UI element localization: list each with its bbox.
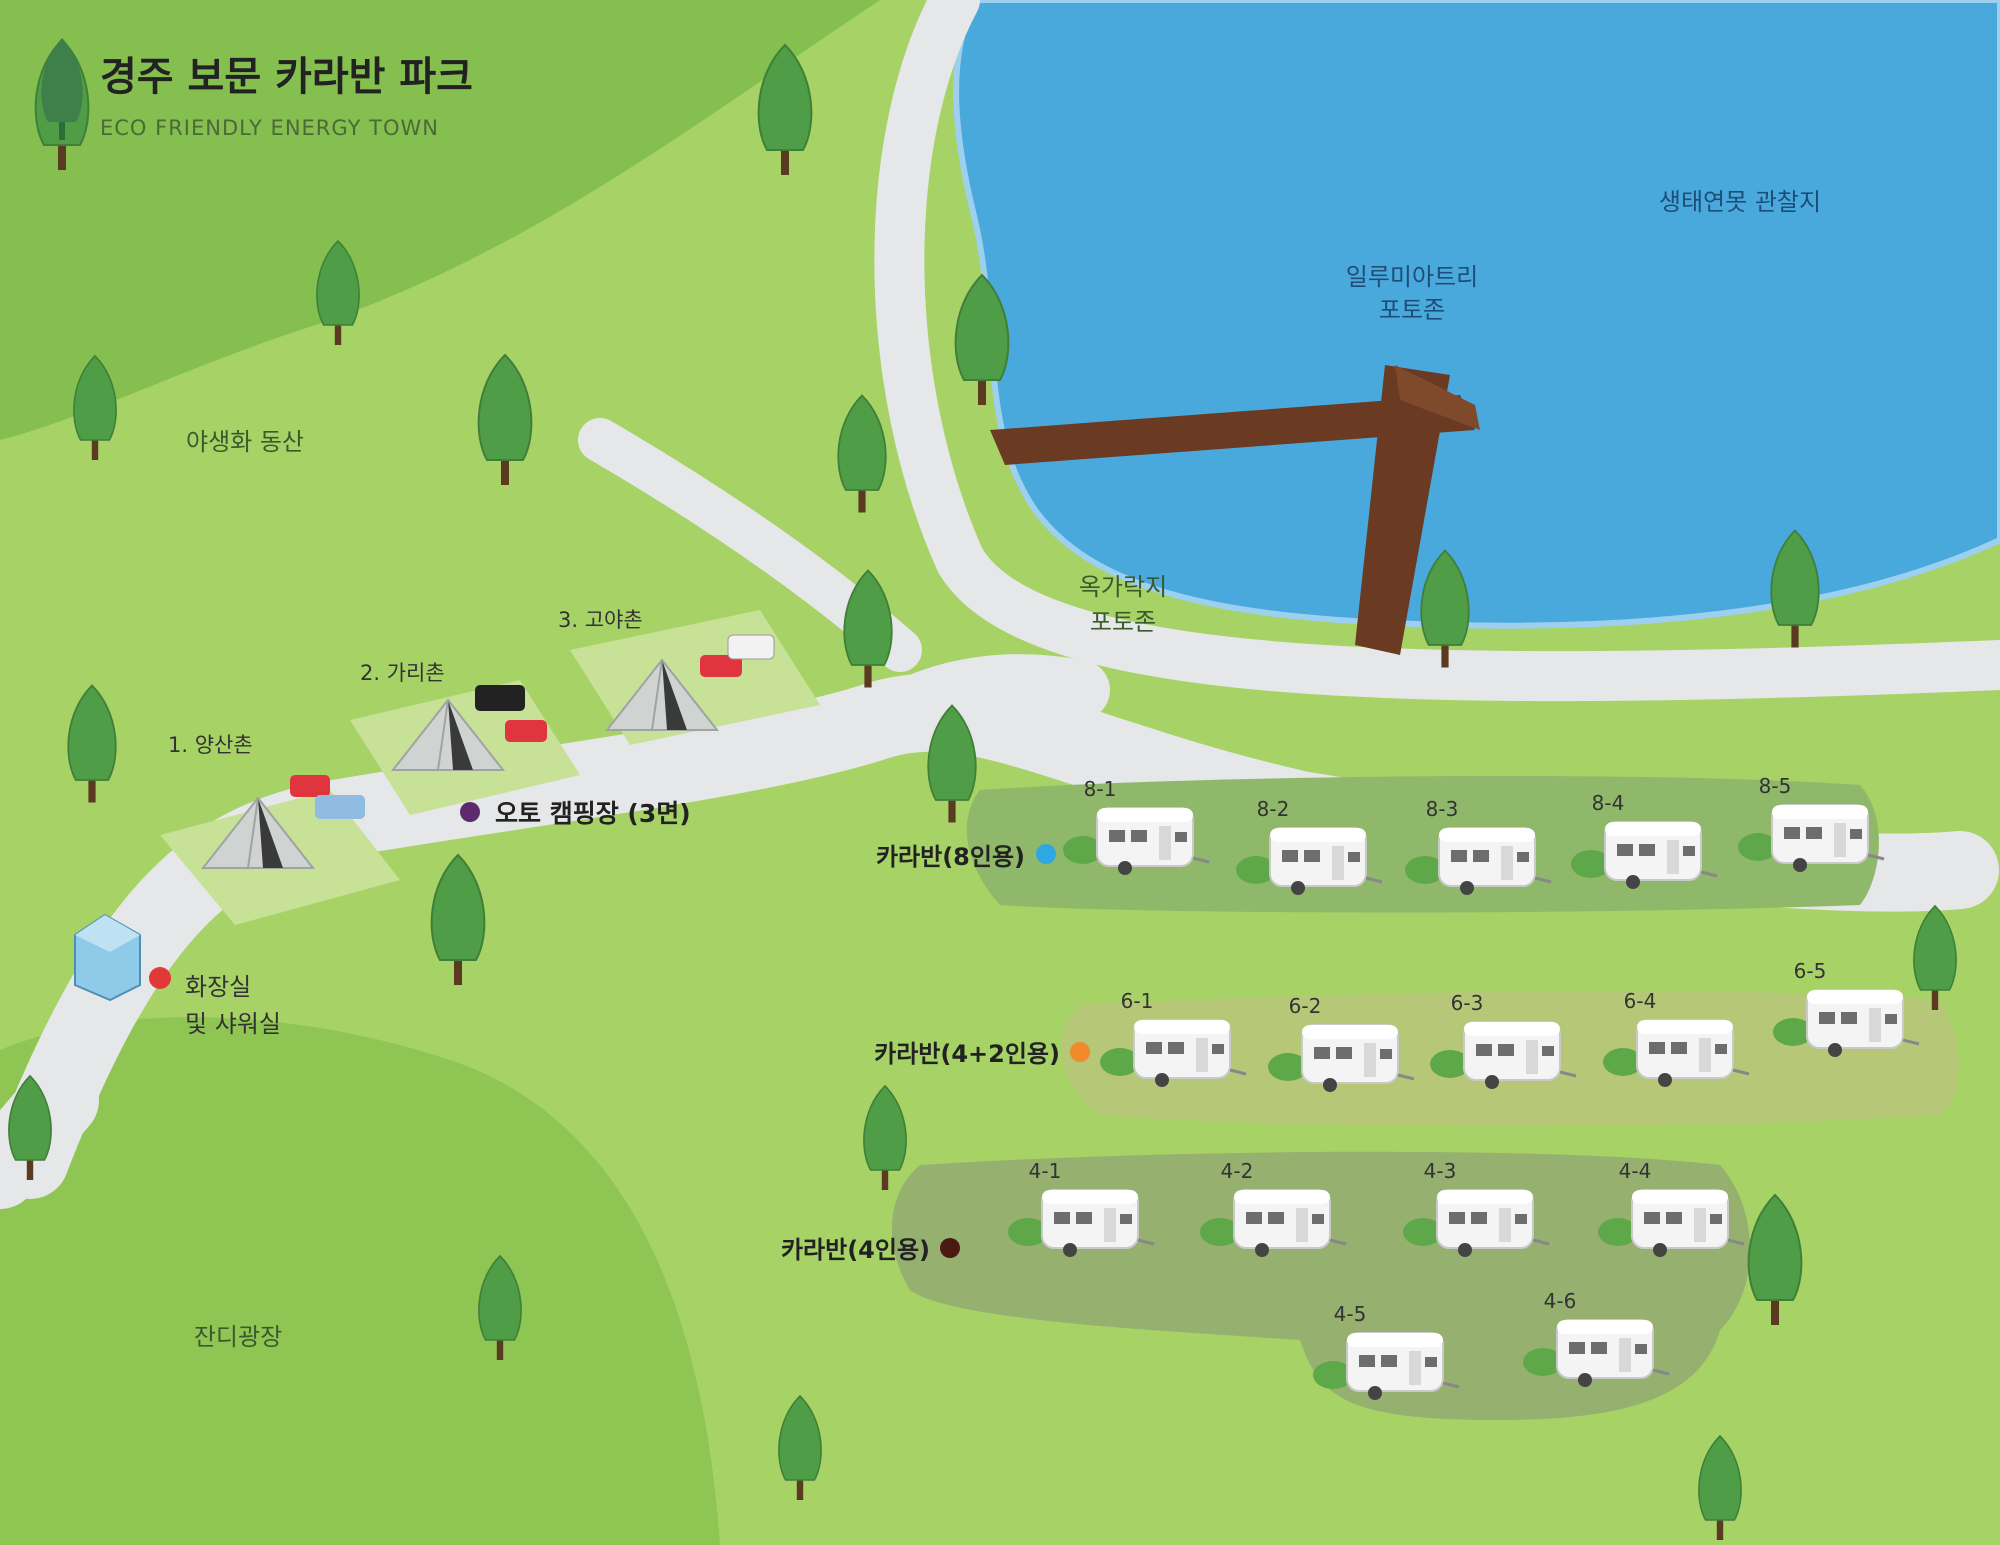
wooden-deck: [990, 365, 1480, 655]
caravan-4-marker: [940, 1238, 960, 1258]
tree-icon: [1747, 1193, 1803, 1325]
caravans: [1008, 803, 1921, 1402]
auto-camping-sites: [160, 610, 820, 925]
page-subtitle: ECO FRIENDLY ENERGY TOWN: [100, 116, 439, 140]
camp-site-label: 1. 양산촌: [168, 733, 253, 757]
tree-icon: [477, 353, 533, 485]
restroom-marker: [149, 967, 171, 989]
car-icon: [475, 685, 525, 711]
tree-icon: [316, 239, 360, 345]
caravan-unit-label: 8-3: [1426, 797, 1459, 821]
illumination-label-line1: 일루미아트리: [1346, 263, 1478, 291]
tree-icon: [837, 394, 887, 513]
caravan-4-label: 카라반(4인용): [781, 1236, 930, 1264]
caravan-unit-label: 6-2: [1289, 994, 1322, 1018]
bush-icon: [1571, 850, 1611, 878]
caravan-unit-label: 6-3: [1451, 991, 1484, 1015]
bush-icon: [1100, 1048, 1140, 1076]
tree-icon: [430, 853, 486, 985]
camping-marker: [460, 802, 480, 822]
rooftop-label-line2: 포토존: [1090, 608, 1156, 636]
caravan-unit-label: 4-5: [1334, 1302, 1367, 1326]
bush-icon: [1430, 1050, 1470, 1078]
caravan-unit-label: 8-2: [1257, 797, 1290, 821]
tree-icon: [67, 684, 117, 803]
wildflower-hill-area: [0, 0, 880, 440]
tree-icon: [778, 1394, 822, 1500]
caravan-unit-label: 6-5: [1794, 959, 1827, 983]
tree-icon: [1770, 529, 1820, 648]
bush-icon: [1403, 1218, 1443, 1246]
caravan-unit-label: 6-1: [1121, 989, 1154, 1013]
bush-icon: [1063, 836, 1103, 864]
caravan-unit-label: 8-1: [1084, 777, 1117, 801]
tree-icon: [927, 704, 977, 823]
eco-pond: [953, 0, 2000, 629]
tree-icon: [8, 1074, 52, 1180]
bush-icon: [1773, 1018, 1813, 1046]
tree-icon: [863, 1084, 907, 1190]
page-title: 경주 보문 카라반 파크: [100, 54, 473, 100]
caravan-unit-label: 4-4: [1619, 1159, 1652, 1183]
car-icon: [727, 634, 775, 660]
tree-icon: [478, 1254, 522, 1360]
rooftop-label-line1: 옥가락지: [1079, 573, 1167, 601]
eco-pond-label: 생태연못 관찰지: [1659, 188, 1821, 216]
car-icon: [700, 655, 742, 677]
camp-site-label: 3. 고야촌: [558, 608, 643, 632]
illumination-label-line2: 포토존: [1379, 296, 1445, 324]
bush-icon: [1738, 833, 1778, 861]
restroom-label-line2: 및 샤워실: [185, 1010, 281, 1038]
title-tree-icon: [41, 38, 83, 140]
caravan-unit-label: 6-4: [1624, 989, 1657, 1013]
caravan-6-marker: [1070, 1042, 1090, 1062]
caravan-unit-label: 8-5: [1759, 774, 1792, 798]
camp-site-label: 2. 가리촌: [360, 661, 445, 685]
bush-icon: [1405, 856, 1445, 884]
bush-icon: [1523, 1348, 1563, 1376]
caravan-unit-label: 8-4: [1592, 791, 1625, 815]
caravan-6-label: 카라반(4+2인용): [874, 1040, 1060, 1068]
caravan-8-label: 카라반(8인용): [876, 843, 1025, 871]
caravan-unit-labels: 8-1 8-2 8-3 8-4 8-5 6-1 6-2 6-3 6-4 6-5 4-1 4-2 4-3 4…: [1029, 774, 1827, 1326]
caravan-unit-label: 4-3: [1424, 1159, 1457, 1183]
car-icon: [315, 795, 365, 819]
lawn-plaza-label: 잔디광장: [194, 1323, 282, 1351]
bush-icon: [1268, 1053, 1308, 1081]
bush-icon: [1008, 1218, 1048, 1246]
caravan-unit-label: 4-2: [1221, 1159, 1254, 1183]
tree-icon: [757, 43, 813, 175]
tree-icon: [1420, 549, 1470, 668]
bush-icon: [1313, 1361, 1353, 1389]
bush-icon: [1200, 1218, 1240, 1246]
caravan-unit-label: 4-6: [1544, 1289, 1577, 1313]
tree-icon: [73, 354, 117, 460]
caravan-unit-label: 4-1: [1029, 1159, 1062, 1183]
tree-icon: [843, 569, 893, 688]
tree-icon: [1698, 1434, 1742, 1540]
tree-icon: [1913, 904, 1957, 1010]
camping-label: 오토 캠핑장 (3면): [495, 799, 691, 828]
caravan-8-marker: [1036, 844, 1056, 864]
lawn-plaza-area: [0, 1017, 720, 1545]
wildflower-hill-label: 야생화 동산: [186, 428, 304, 456]
restroom-label-line1: 화장실: [185, 973, 251, 1001]
restroom-building: [74, 913, 141, 1002]
car-icon: [505, 720, 547, 742]
tree-icon: [954, 273, 1010, 405]
bush-icon: [1603, 1048, 1643, 1076]
bush-icon: [1236, 856, 1276, 884]
bush-icon: [1598, 1218, 1638, 1246]
car-icon: [290, 775, 330, 797]
